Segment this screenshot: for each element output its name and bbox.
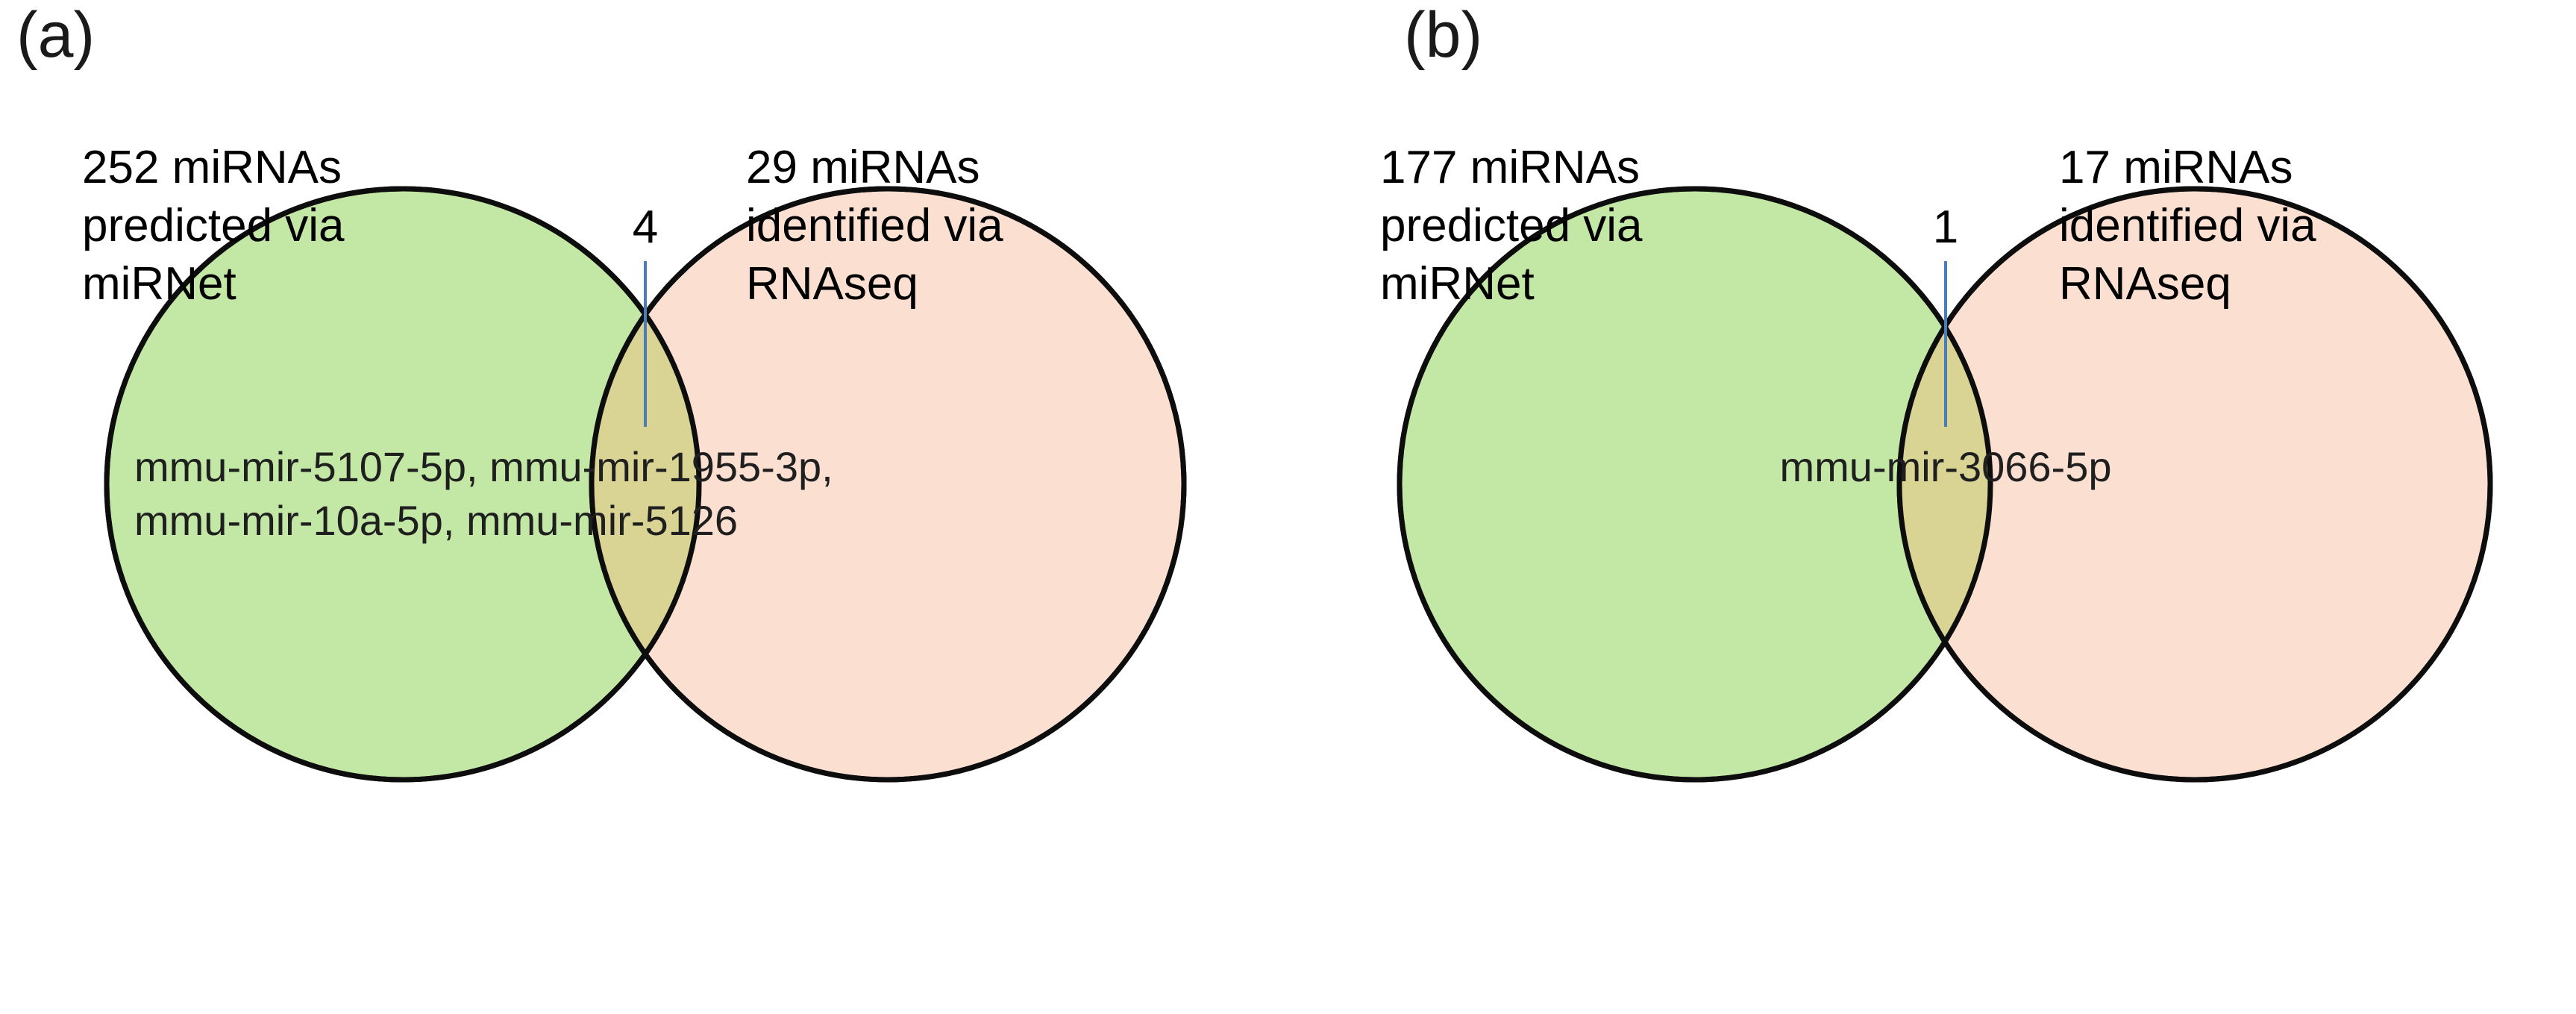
right-set-line-1-a: 29 miRNAs [746,142,980,193]
right-set-outline-a [589,186,1187,783]
venn-panel-a: (a) 252 miRNAs predicted vi [16,0,1187,783]
right-set-line-3-a: RNAseq [746,258,918,310]
left-set-line-3-b: miRNet [1380,258,1535,310]
right-set-label-a: 29 miRNAs identified via RNAseq [746,142,1016,310]
panel-label-b: (b) [1404,0,1483,71]
venn-panel-b: (b) 177 miRNAs predicted via [1313,0,2576,1014]
left-set-label-b: 177 miRNAs predicted via miRNet [1380,142,1655,310]
left-set-outline-a [104,186,702,783]
venn-diagram-b: 177 miRNAs predicted via miRNet 17 miRNA… [1380,142,2493,783]
left-set-line-2-a: predicted via [82,200,345,251]
member-line-2-a: mmu-mir-10a-5p, mmu-mir-5126 [134,497,738,544]
member-line-1-a: mmu-mir-5107-5p, mmu-mir-1955-3p, [134,443,833,490]
right-set-line-3-b: RNAseq [2059,258,2231,310]
left-set-line-3-a: miRNet [82,258,236,310]
right-set-line-2-a: identified via [746,200,1003,251]
panel-label-a: (a) [16,0,95,71]
venn-diagram-a: 252 miRNAs predicted via miRNet 29 miRNA… [82,142,1187,783]
left-set-outline-b [1397,186,1993,783]
left-set-line-1-a: 252 miRNAs [82,142,342,193]
right-set-line-1-b: 17 miRNAs [2059,142,2293,193]
intersection-count-b: 1 [1933,201,1958,253]
left-set-label-a: 252 miRNAs predicted via miRNet [82,142,357,310]
left-set-line-2-b: predicted via [1380,200,1643,251]
intersection-members-a: mmu-mir-5107-5p, mmu-mir-1955-3p, mmu-mi… [134,443,844,544]
right-set-label-b: 17 miRNAs identified via RNAseq [2059,142,2329,310]
left-set-line-1-b: 177 miRNAs [1380,142,1640,193]
right-set-line-2-b: identified via [2059,200,2316,251]
intersection-count-a: 4 [633,201,658,253]
intersection-members-b: mmu-mir-3066-5p [1780,443,2112,490]
right-set-outline-b [1896,186,2493,783]
member-line-1-b: mmu-mir-3066-5p [1780,443,2112,490]
